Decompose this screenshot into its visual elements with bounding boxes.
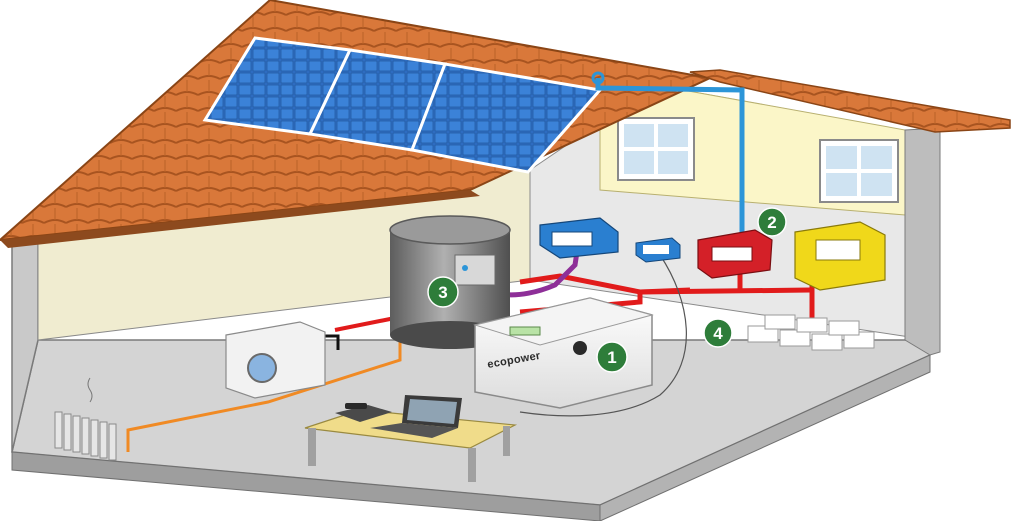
tank-control-box [454,254,496,286]
floor-edge-right [599,354,931,521]
marker-1: 1 [596,341,628,373]
right-wall [904,127,941,356]
marker-4-label: 4 [713,324,723,343]
radiator [54,377,117,461]
laptop [370,395,462,438]
washing-machine [225,321,326,399]
roof-right [689,69,1011,133]
charge-controller [539,217,619,259]
phone [335,403,392,422]
marker-1-label: 1 [607,348,616,367]
marker-2-label: 2 [767,213,776,232]
data-cable [519,254,687,417]
solar-cable [591,71,745,235]
floor-edge [11,451,601,521]
battery-bank [747,314,875,351]
marker-2: 2 [757,207,787,237]
marker-3-label: 3 [438,283,447,302]
window-left [617,117,695,181]
heating-pipe [126,320,402,452]
window-right [819,139,899,203]
ecopower-unit: ecopower [473,297,654,409]
inverter-yellow [794,221,886,291]
marker-4: 4 [703,318,733,348]
solar-array [202,36,603,174]
meter-unit [635,237,681,263]
inverter-red [697,229,773,279]
marker-3: 3 [427,276,459,308]
roof-underside [0,190,480,248]
